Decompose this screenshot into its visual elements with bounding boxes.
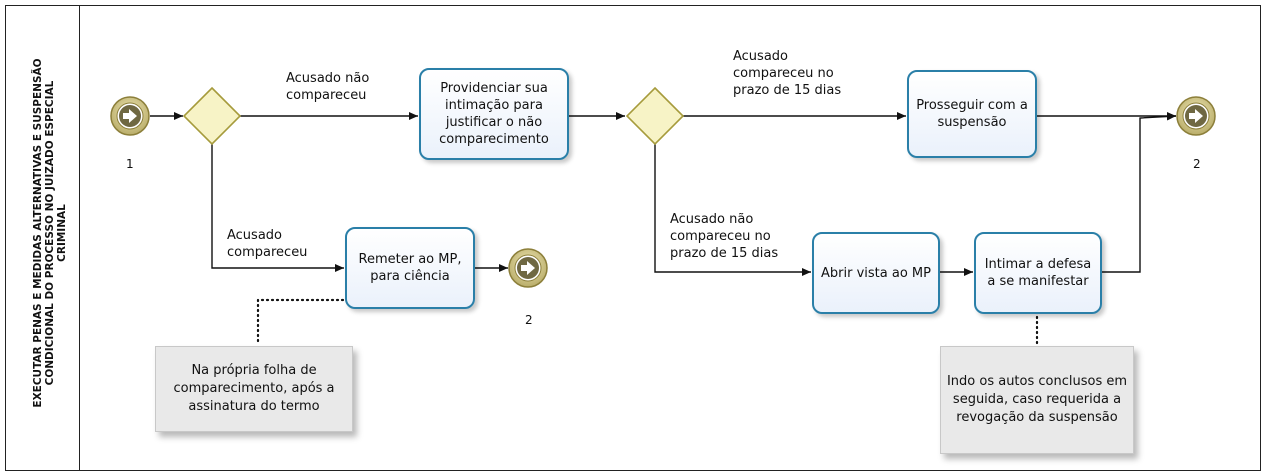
arrow-right-icon xyxy=(521,261,535,275)
end-event-1[interactable] xyxy=(508,248,548,288)
task-prosseguir-suspensao[interactable]: Prosseguir com a suspensão xyxy=(907,70,1037,158)
start-event[interactable] xyxy=(110,96,150,136)
end-event-2[interactable] xyxy=(1176,96,1216,136)
flow-label-nao-compareceu: Acusado não compareceu xyxy=(286,71,370,103)
pool xyxy=(5,5,1261,471)
flow-gateway1-to-remeter xyxy=(211,144,344,272)
arrow-right-icon xyxy=(1189,109,1203,123)
task-abrir-vista-mp[interactable]: Abrir vista ao MP xyxy=(812,232,940,314)
association-folha xyxy=(256,298,345,346)
annotation-folha-comparecimento: Na própria folha de comparecimento, após… xyxy=(155,346,353,432)
end-event-1-label: 2 xyxy=(525,313,533,327)
lane-separator xyxy=(79,5,80,471)
flow-label-nao-compareceu-prazo: Acusado não compareceu no prazo de 15 di… xyxy=(670,212,779,261)
annotation-autos-conclusos: Indo os autos conclusos em seguida, caso… xyxy=(940,346,1134,454)
flow-label-compareceu: Acusado compareceu xyxy=(227,228,308,260)
flow-intimar-to-end2 xyxy=(1102,112,1177,273)
arrow-right-icon xyxy=(123,109,137,123)
task-intimar-defesa[interactable]: Intimar a defesa a se manifestar xyxy=(974,232,1102,314)
end-event-2-label: 2 xyxy=(1193,157,1201,171)
flow-label-compareceu-prazo: Acusado compareceu no prazo de 15 dias xyxy=(733,49,842,98)
task-providenciar-intimacao[interactable]: Providenciar sua intimação para justific… xyxy=(419,68,569,160)
task-remeter-ao-mp[interactable]: Remeter ao MP, para ciência xyxy=(345,227,475,309)
gateway-1[interactable] xyxy=(182,86,242,146)
flow-gateway2-to-abrir xyxy=(654,144,811,276)
gateway-2[interactable] xyxy=(625,86,685,146)
start-event-label: 1 xyxy=(126,157,134,171)
